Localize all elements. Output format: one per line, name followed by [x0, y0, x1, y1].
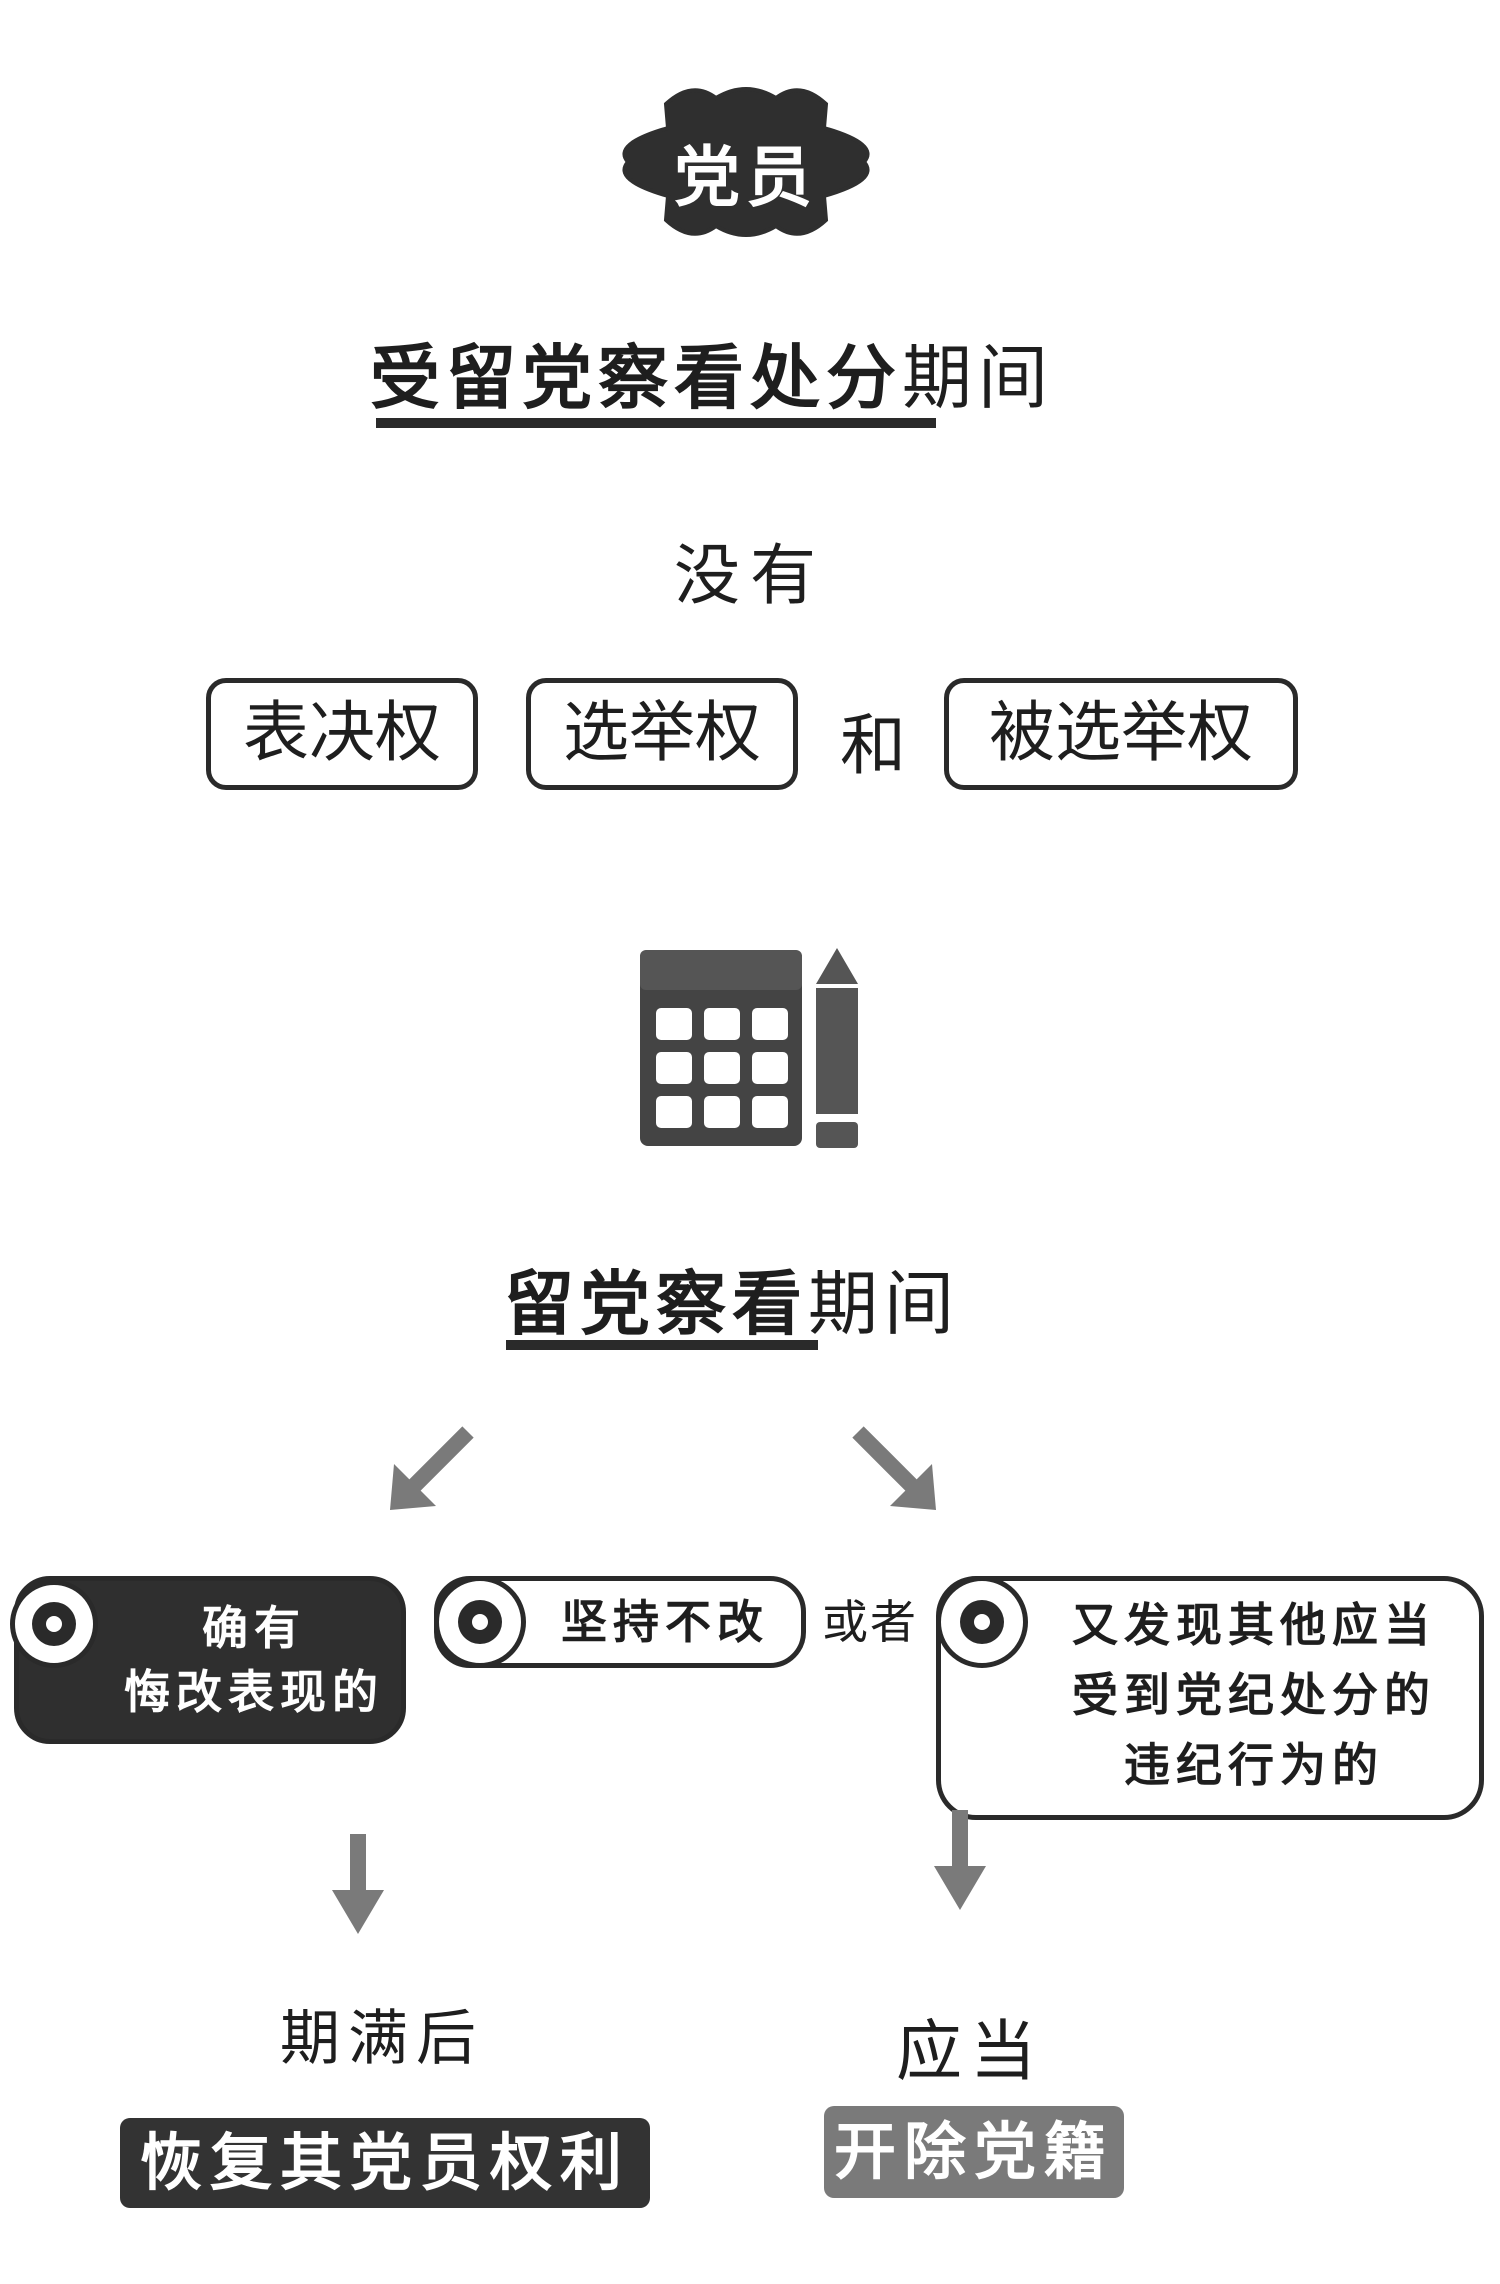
condition-new-violation-line-1: 又发现其他应当 — [1072, 1598, 1436, 1652]
heading2-light-part: 期间 — [808, 1263, 960, 1345]
arrow-down-icon — [332, 1834, 384, 1934]
condition-connector: 或者 — [822, 1595, 918, 1649]
no-rights-text: 没有 — [674, 537, 826, 614]
condition-unrepentant-text: 坚持不改 — [561, 1595, 769, 1649]
outcome-expel: 开除党籍 — [824, 2106, 1124, 2198]
condition-new-violation-line-2: 受到党纪处分的 — [1072, 1668, 1436, 1722]
badge-shape — [622, 87, 870, 237]
condition-new-violation-line-3: 违纪行为的 — [1124, 1738, 1384, 1792]
heading-underline — [376, 418, 936, 428]
rights-pill-elect: 选举权 — [526, 678, 798, 790]
outcome-right-lead: 应当 — [896, 2013, 1044, 2090]
bullet-dot — [472, 1614, 488, 1630]
rights-pill-vote: 表决权 — [206, 678, 478, 790]
arrow-down-left-icon — [390, 1426, 474, 1510]
arrow-down-right-icon — [852, 1426, 936, 1510]
condition-repentant-text: 确有 悔改表现的 — [104, 1596, 404, 1724]
heading-light-part: 期间 — [902, 337, 1054, 419]
rights-connector: 和 — [840, 707, 906, 784]
bullet-dot — [974, 1614, 990, 1630]
condition-repentant-line-2: 悔改表现的 — [124, 1665, 384, 1719]
calendar-pencil-group — [636, 946, 866, 1152]
party-member-badge: 党员 — [612, 78, 880, 246]
heading-bold-part: 受留党察看处分 — [370, 337, 902, 419]
arrow-down-icon — [934, 1810, 986, 1910]
bullet-dot — [46, 1616, 62, 1632]
condition-new-violation-text: 又发现其他应当 受到党纪处分的 违纪行为的 — [1034, 1590, 1474, 1800]
heading2-bold-part: 留党察看 — [504, 1263, 808, 1345]
pencil-icon — [816, 948, 858, 1148]
heading2-underline — [506, 1340, 818, 1350]
rights-pill-be-elected: 被选举权 — [944, 678, 1298, 790]
heading-probation-period: 留党察看期间 — [504, 1248, 960, 1349]
outcome-restore-rights: 恢复其党员权利 — [120, 2118, 650, 2208]
badge-label: 党员 — [674, 139, 818, 216]
calendar-icon — [640, 950, 802, 1146]
heading-probation-punishment: 受留党察看处分期间 — [370, 322, 1054, 423]
outcome-left-lead: 期满后 — [280, 2004, 484, 2074]
condition-repentant-line-1: 确有 — [202, 1601, 306, 1655]
